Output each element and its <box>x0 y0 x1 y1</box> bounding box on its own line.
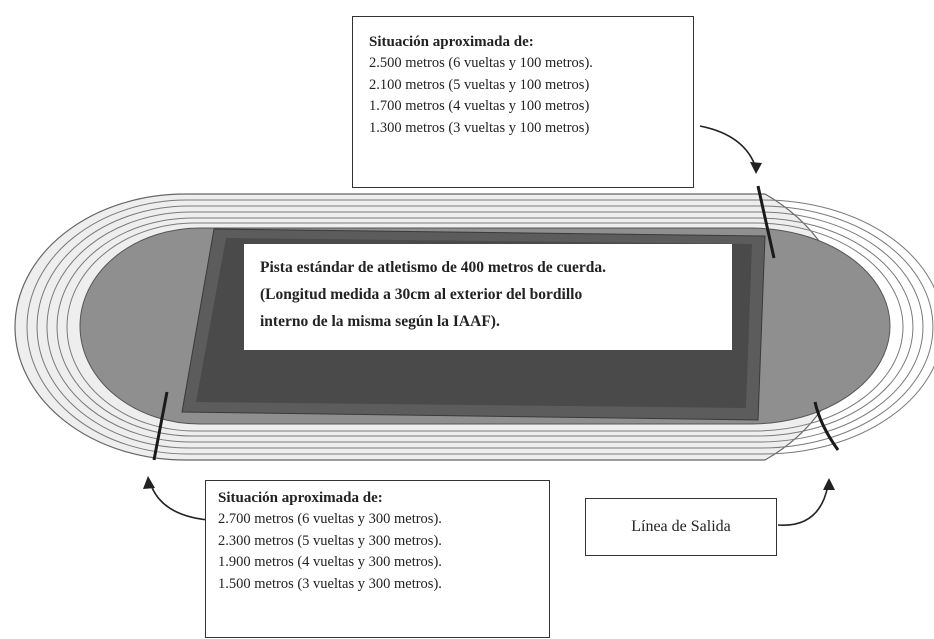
center-box-line: (Longitud medida a 30cm al exterior del … <box>260 286 583 303</box>
bottom-box-line: 2.300 metros (5 vueltas y 300 metros). <box>218 532 442 549</box>
top-box-line: 2.100 metros (5 vueltas y 100 metros) <box>369 76 590 93</box>
bottom-distance-box: Situación aproximada de: 2.700 metros (6… <box>205 480 550 638</box>
marker-line-bottom-left <box>152 391 169 461</box>
marker-line-top-right <box>756 185 776 259</box>
bottom-box-line: 1.900 metros (4 vueltas y 300 metros). <box>218 554 442 570</box>
lane-lines <box>26 199 934 455</box>
center-description-box: Pista estándar de atletismo de 400 metro… <box>244 244 732 350</box>
center-box-line: Pista estándar de atletismo de 400 metro… <box>260 259 606 276</box>
marker-line-start <box>813 401 840 451</box>
start-line-box: Línea de Salida <box>585 498 777 556</box>
bottom-box-line: 1.500 metros (3 vueltas y 300 metros). <box>218 575 442 592</box>
top-box-title: Situación aproximada de: <box>369 34 534 50</box>
arrow-bottom-left <box>149 481 209 521</box>
bottom-box-line: 2.700 metros (6 vueltas y 300 metros). <box>218 511 442 527</box>
center-box-line: interno de la misma según la IAAF). <box>260 313 500 330</box>
arrow-salida <box>777 484 829 526</box>
top-box-line: 1.300 metros (3 vueltas y 100 metros) <box>369 119 590 136</box>
bottom-box-title: Situación aproximada de: <box>218 490 383 506</box>
top-box-line: 2.500 metros (6 vueltas y 100 metros). <box>369 55 593 71</box>
arrowheads <box>143 162 835 490</box>
start-line-label: Línea de Salida <box>631 518 731 535</box>
arrow-top <box>699 125 757 169</box>
top-distance-box: Situación aproximada de: 2.500 metros (6… <box>352 16 694 188</box>
top-box-line: 1.700 metros (4 vueltas y 100 metros) <box>369 98 590 114</box>
